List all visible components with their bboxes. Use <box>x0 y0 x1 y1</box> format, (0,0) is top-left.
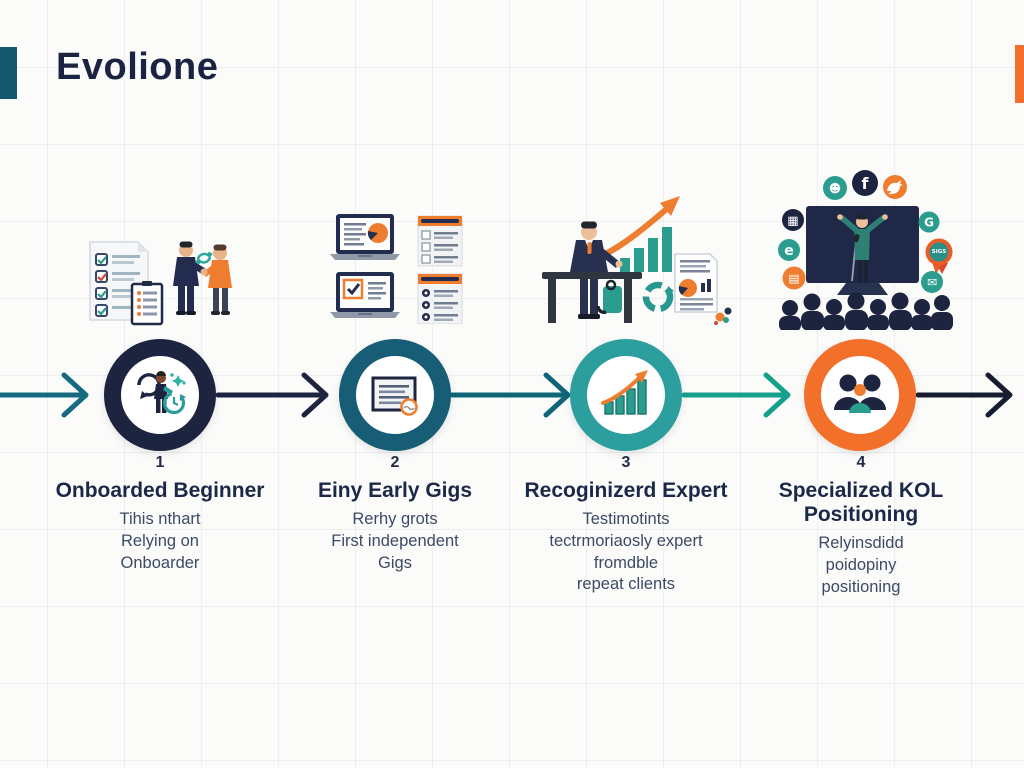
arrow-2-3-icon <box>449 372 571 418</box>
task-list-card-icon <box>417 273 463 324</box>
handshake-people-icon <box>173 241 232 315</box>
stage1-description: Tihis nthart Relying on Onboarder <box>35 509 285 574</box>
page-title: Evolione <box>56 46 219 88</box>
certificate-seal-icon <box>371 376 418 416</box>
stage3-description: Testimotints tectrmoriaosly expert fromd… <box>501 509 751 596</box>
award-badge-icon: SIGS <box>925 238 953 274</box>
community-icon: ☻ <box>823 176 847 200</box>
stage3-title: Recoginizerd Expert <box>524 479 728 502</box>
left-accent-bar <box>0 47 17 99</box>
stage2-desc-line: Rerhy grots <box>352 510 438 529</box>
stage4-circle <box>804 339 916 451</box>
stage2-title: Einy Early Gigs <box>317 479 473 502</box>
stage3-illustration <box>542 196 732 325</box>
sync-arrows-icon <box>195 251 213 265</box>
stage1-number: 1 <box>155 454 165 471</box>
stage2-desc-line: First independent <box>331 531 459 550</box>
mail-icon: ✉ <box>921 271 943 293</box>
stage4-title: Specialized KOL Positioning <box>778 479 944 527</box>
task-list-card-icon <box>417 215 463 267</box>
svg-text:SIGS: SIGS <box>932 249 947 255</box>
stage4-desc-line: positioning <box>821 577 901 596</box>
clipboard-icon <box>130 281 164 326</box>
team-group-icon <box>834 374 886 413</box>
stage3-desc-line: repeat clients <box>576 575 676 594</box>
arrow-end-icon <box>915 372 1013 418</box>
stage2-desc-line: Gigs <box>378 553 412 572</box>
businessman-desk-icon <box>542 221 642 323</box>
stage1-title: Onboarded Beginner <box>55 479 265 502</box>
right-accent-bar <box>1015 45 1024 103</box>
stage4-text: 4 Specialized KOL Positioning Relyinsdid… <box>736 454 986 599</box>
stage3-desc-line: tectrmoriaosly expert <box>549 531 703 550</box>
growth-chart-icon <box>601 370 648 415</box>
stage3-circle <box>570 339 682 451</box>
facebook-icon: f <box>852 170 878 196</box>
arrow-1-2-icon <box>215 372 329 418</box>
arrow-3-4-icon <box>681 372 791 418</box>
stage4-desc-line: Relyinsdidd <box>818 534 904 553</box>
laptop-checkmark-icon <box>330 272 400 318</box>
laptop-pie-report-icon <box>330 214 400 260</box>
svg-text:▤: ▤ <box>788 271 799 285</box>
stage1-desc-line: Relying on <box>121 531 199 550</box>
stage1-desc-line: Onboarder <box>120 553 200 572</box>
svg-text:f: f <box>862 174 870 193</box>
svg-text:G: G <box>924 215 934 229</box>
stage2-number: 2 <box>390 454 400 471</box>
bucket-icon <box>596 279 622 315</box>
stage4-desc-line: poidopiny <box>825 556 897 575</box>
stage2-description: Rerhy grots First independent Gigs <box>270 509 520 574</box>
dots-cluster-icon <box>714 307 732 325</box>
stage4-description: Relyinsdidd poidopiny positioning <box>736 533 986 598</box>
e-icon: e <box>778 239 800 261</box>
g-icon: G <box>918 211 940 233</box>
svg-text:▦: ▦ <box>787 213 798 227</box>
stage4-number: 4 <box>856 454 866 471</box>
stage3-number: 3 <box>621 454 631 471</box>
stage1-circle <box>104 339 216 451</box>
stage1-text: 1 Onboarded Beginner Tihis nthart Relyin… <box>35 454 285 574</box>
arrow-start-icon <box>0 372 89 418</box>
speaker-icon <box>837 214 888 282</box>
stage1-illustration <box>89 241 232 326</box>
stage2-text: 2 Einy Early Gigs Rerhy grots First inde… <box>270 454 520 574</box>
stage3-desc-line: Testimotints <box>582 510 670 529</box>
photo-grid-icon: ▦ <box>782 209 804 231</box>
stage2-illustration <box>330 214 463 324</box>
stage1-desc-line: Tihis nthart <box>119 510 201 529</box>
person-onboarding-sync-icon <box>137 371 186 415</box>
svg-text:e: e <box>784 243 794 259</box>
stage2-circle <box>339 339 451 451</box>
circular-arrow-icon <box>642 281 674 313</box>
folder-icon: ▤ <box>782 266 806 290</box>
audience-crowd-icon <box>779 292 953 330</box>
stage4-illustration: ☻ f ▦ e ▤ G SIGS <box>778 170 953 330</box>
svg-text:☻: ☻ <box>829 181 842 195</box>
stage3-text: 3 Recoginizerd Expert Testimotints tectr… <box>501 454 751 596</box>
report-document-icon <box>674 253 718 313</box>
twitter-bird-icon <box>883 175 907 199</box>
stage3-desc-line: fromdble <box>593 553 659 572</box>
svg-text:✉: ✉ <box>927 275 937 289</box>
